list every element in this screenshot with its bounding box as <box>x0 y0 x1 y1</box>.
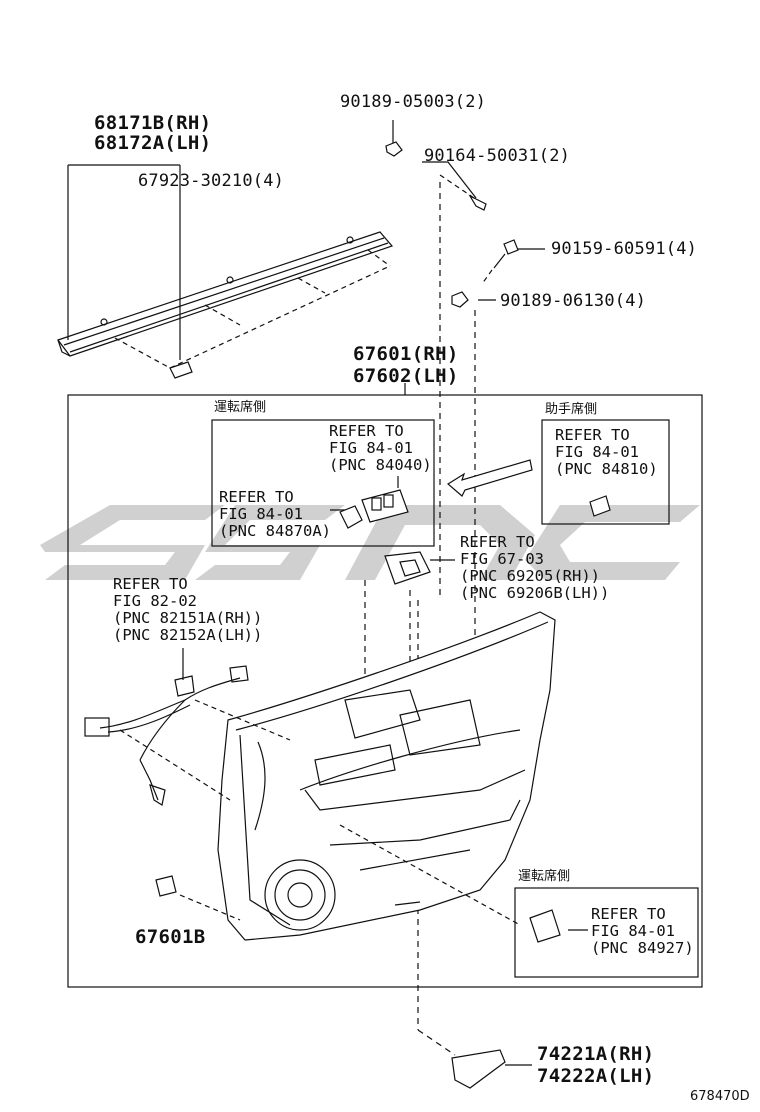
ref-84927: REFER TO FIG 84-01 (PNC 84927) <box>591 905 694 957</box>
part-weatherstrip-rh: 68171B(RH) <box>94 112 212 134</box>
part-screw-90164-50031: 90164-50031(2) <box>424 146 571 166</box>
driver-side-label-bottom: 運転席側 <box>518 869 571 884</box>
door-trim-panel <box>217 611 556 941</box>
weatherstrip-moulding <box>57 231 394 369</box>
part-clip-67601b: 67601B <box>135 926 206 948</box>
wire-harness <box>84 648 291 806</box>
ref-84810: REFER TO FIG 84-01 (PNC 84810) <box>555 426 658 478</box>
part-screw-90159-60591: 90159-60591(4) <box>551 239 698 259</box>
part-nut-90189-05003: 90189-05003(2) <box>340 92 487 112</box>
ref-82151: REFER TO FIG 82-02 (PNC 82151A(RH)) (PNC… <box>113 575 263 644</box>
part-cover-lh: 74222A(LH) <box>537 1065 655 1087</box>
part-weatherstrip-lh: 68172A(LH) <box>94 132 212 154</box>
part-clip-67923: 67923-30210(4) <box>138 171 285 191</box>
ref-69205: REFER TO FIG 67-03 (PNC 69205(RH)) (PNC … <box>460 533 610 602</box>
ref-84040: REFER TO FIG 84-01 (PNC 84040) <box>329 422 432 474</box>
diagram-id: 678470D <box>690 1089 750 1104</box>
part-clip-90189-06130: 90189-06130(4) <box>500 291 647 311</box>
part-cover-rh: 74221A(RH) <box>537 1043 655 1065</box>
part-panel-rh: 67601(RH) <box>353 343 459 365</box>
part-panel-lh: 67602(LH) <box>353 365 459 387</box>
panel-frame <box>67 394 703 988</box>
ref-84870a: REFER TO FIG 84-01 (PNC 84870A) <box>219 488 331 540</box>
driver-side-label-top: 運転席側 <box>214 400 267 415</box>
passenger-side-label: 助手席側 <box>545 402 598 417</box>
